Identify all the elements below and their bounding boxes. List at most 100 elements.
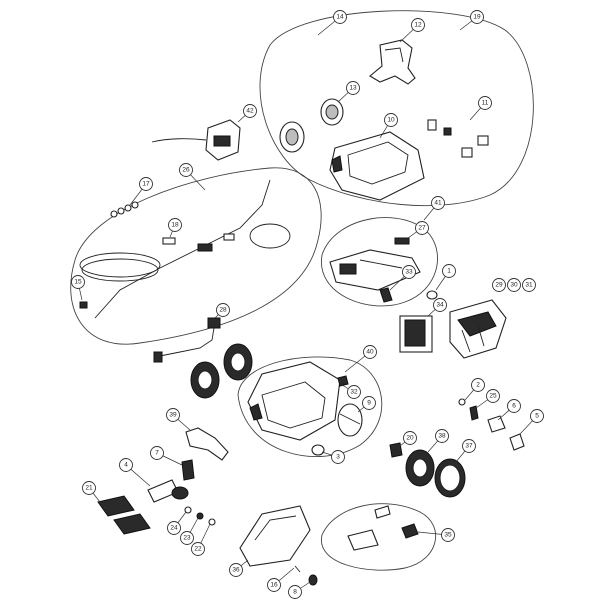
callout-7: 7 [150,446,164,460]
part-6 [487,415,506,433]
clips-11 [427,119,489,158]
svg-text:18: 18 [171,222,179,229]
group-outline-40 [237,356,383,457]
brushes-21 [97,495,151,535]
svg-text:4: 4 [124,462,128,469]
part-7 [181,459,195,481]
base-36 [239,505,311,567]
svg-text:9: 9 [367,400,371,407]
callout-9: 9 [362,396,376,410]
callout-29: 29 [492,278,506,292]
callout-4: 4 [119,458,133,472]
svg-text:30: 30 [510,282,518,289]
callout-33: 33 [402,265,416,279]
svg-text:13: 13 [349,85,357,92]
part-32 [337,375,349,387]
wheel-38 [405,449,435,487]
group-outline-19 [259,10,534,207]
svg-text:2: 2 [476,382,480,389]
roller-4 [147,479,189,503]
svg-text:23: 23 [183,535,191,542]
svg-text:10: 10 [387,117,395,124]
callout-34: 34 [433,298,447,312]
svg-text:7: 7 [155,450,159,457]
callout-20: 20 [403,431,417,445]
part-18-clip [162,237,176,245]
bracket-39 [185,427,229,461]
tire-37 [434,458,466,498]
callout-41: 41 [431,196,445,210]
svg-text:26: 26 [182,167,190,174]
svg-text:15: 15 [74,279,82,286]
svg-text:5: 5 [535,413,539,420]
callout-26: 26 [179,163,193,177]
wheel-left-a [190,361,220,399]
svg-text:35: 35 [444,532,452,539]
callout-10: 10 [384,113,398,127]
callout-37: 37 [462,439,476,453]
svg-text:25: 25 [489,393,497,400]
callout-18: 18 [168,218,182,232]
svg-text:40: 40 [366,349,374,356]
svg-text:6: 6 [512,403,516,410]
part-22 [208,518,216,526]
svg-text:21: 21 [85,485,93,492]
part-8 [308,574,318,586]
small-wheel-13 [320,98,344,126]
callout-28: 28 [216,303,230,317]
svg-text:11: 11 [482,100,489,107]
callout-15: 15 [71,275,85,289]
cable-26 [79,179,291,319]
callout-32: 32 [347,385,361,399]
wheel-left-b [223,343,253,381]
callout-21: 21 [82,481,96,495]
filter-basket-34 [399,315,433,353]
svg-text:19: 19 [473,14,481,21]
svg-text:12: 12 [414,22,422,29]
svg-text:27: 27 [418,225,426,232]
callout-5: 5 [530,409,544,423]
chassis-40 [247,361,341,441]
handle-clip [369,39,416,85]
part-23 [196,512,204,520]
svg-text:31: 31 [525,282,533,289]
part-5 [509,433,525,451]
callout-17: 17 [139,177,153,191]
svg-text:32: 32 [350,389,358,396]
svg-text:36: 36 [232,567,240,574]
part-9-wheel [337,403,363,437]
svg-text:38: 38 [438,433,446,440]
filter-cover-41 [329,237,421,291]
callout-16: 16 [267,578,281,592]
svg-text:8: 8 [293,589,297,596]
svg-text:33: 33 [405,269,413,276]
power-supply-42 [151,119,241,161]
callout-38: 38 [435,429,449,443]
svg-text:22: 22 [194,546,202,553]
group-outline-26 [70,167,322,345]
top-body-10 [329,131,425,201]
svg-text:14: 14 [336,14,344,21]
svg-text:28: 28 [219,307,227,314]
part-3-gear [311,444,325,456]
callout-13: 13 [346,81,360,95]
callout-14: 14 [333,10,347,24]
svg-text:1: 1 [447,268,451,275]
part-24 [184,506,192,514]
wire-ties-17 [110,201,139,218]
callout-19: 19 [470,10,484,24]
part-25 [469,405,479,421]
callout-39: 39 [166,408,180,422]
svg-text:20: 20 [406,435,414,442]
callout-36: 36 [229,563,243,577]
callout-27: 27 [415,221,429,235]
part-16 [294,565,301,573]
part-1-seal [426,290,438,300]
callout-40: 40 [363,345,377,359]
callout-25: 25 [486,389,500,403]
svg-text:3: 3 [336,454,340,461]
svg-text:41: 41 [434,200,442,207]
callout-30: 30 [507,278,521,292]
svg-text:42: 42 [246,108,254,115]
group-outline-35 [321,503,437,571]
